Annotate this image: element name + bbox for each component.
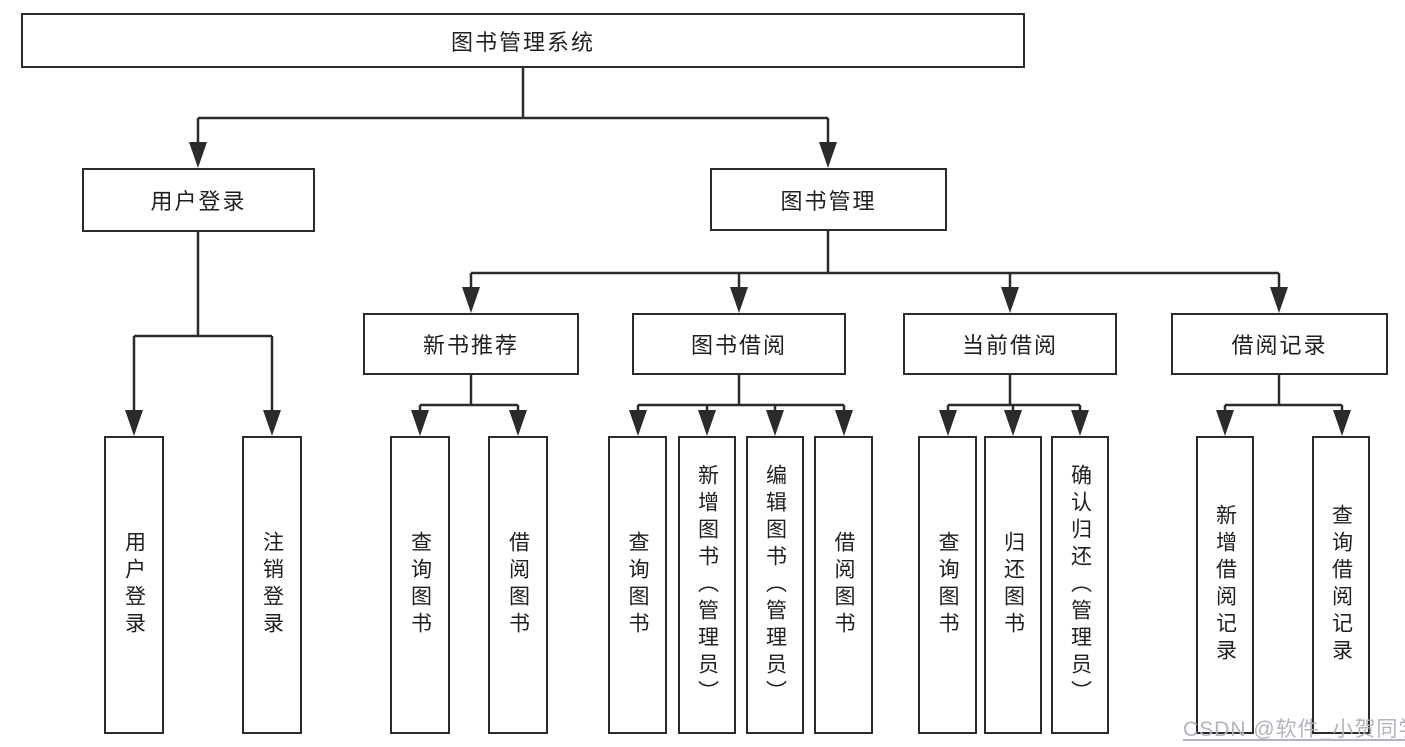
node-bb-add-books-admin: 新增图书（管理员）: [678, 436, 736, 734]
node-nb-borrow-books: 借阅图书: [488, 436, 548, 734]
node-book-management: 图书管理: [710, 168, 947, 231]
node-bb-borrow-books: 借阅图书: [814, 436, 873, 734]
node-cb-query-books: 查询图书: [918, 436, 977, 734]
csdn-watermark: CSDN @软件_小贺同学: [1183, 718, 1405, 741]
node-user-login: 用户登录: [82, 168, 315, 232]
node-library-management-system: 图书管理系统: [21, 13, 1025, 68]
node-leaf-logout: 注销登录: [242, 436, 302, 734]
node-bb-edit-books-admin: 编辑图书（管理员）: [746, 436, 804, 734]
node-br-query-record: 查询借阅记录: [1312, 436, 1370, 734]
node-current-borrowing: 当前借阅: [903, 313, 1117, 375]
node-bb-query-books: 查询图书: [608, 436, 667, 734]
connector-lines: [132, 68, 1344, 414]
arrowhead-icons: [125, 142, 1351, 436]
node-new-book-recommendation: 新书推荐: [363, 313, 579, 375]
node-nb-query-books: 查询图书: [390, 436, 450, 734]
node-leaf-user-login: 用户登录: [104, 436, 164, 734]
node-book-borrowing: 图书借阅: [632, 313, 846, 375]
node-cb-confirm-return-admin: 确认归还（管理员）: [1051, 436, 1109, 734]
node-br-add-record: 新增借阅记录: [1196, 436, 1254, 734]
node-borrowing-records: 借阅记录: [1171, 313, 1388, 375]
node-cb-return-books: 归还图书: [984, 436, 1042, 734]
